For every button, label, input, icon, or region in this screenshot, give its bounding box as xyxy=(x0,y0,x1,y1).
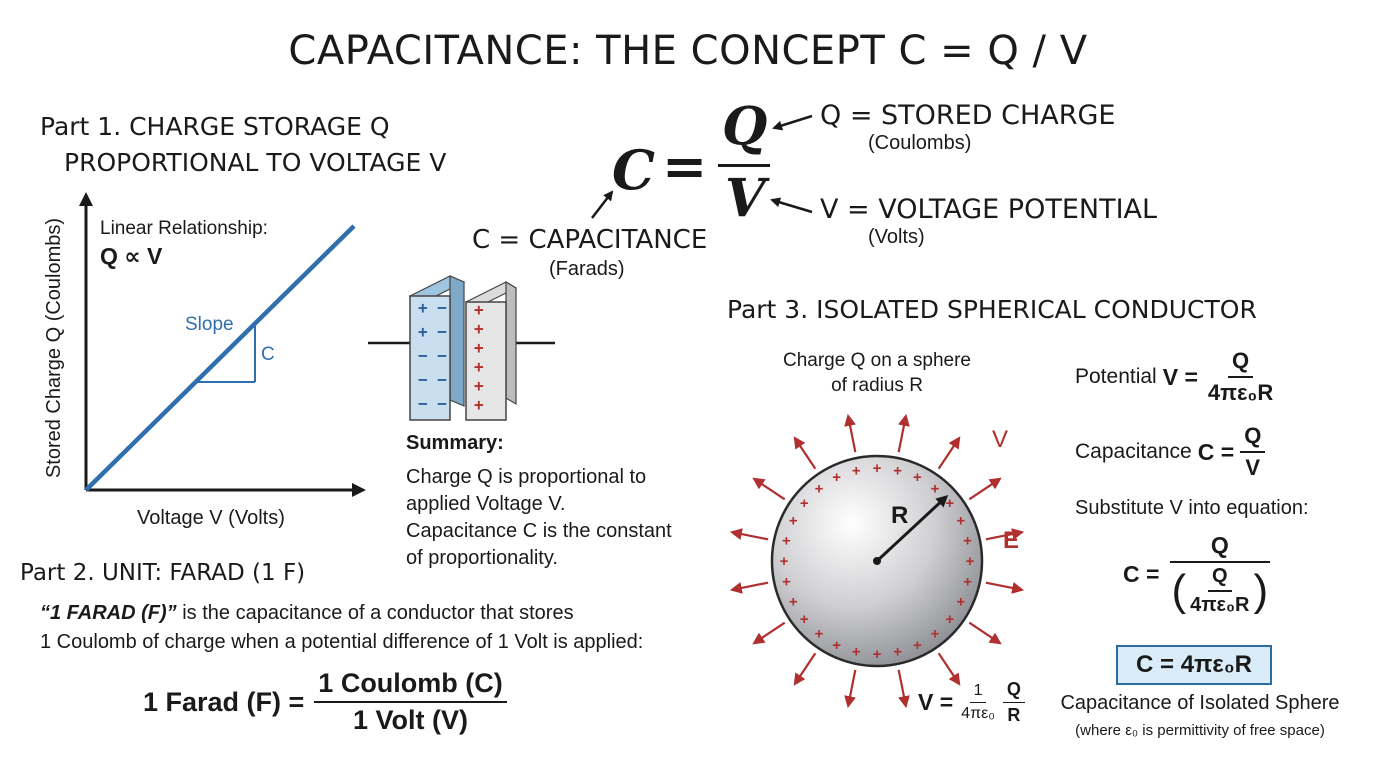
surface-charge: + xyxy=(913,637,922,654)
relation: Q ∝ V xyxy=(100,243,163,269)
q-unit: (Coulombs) xyxy=(868,132,972,154)
field-arrow xyxy=(985,581,1025,594)
result-caption: Capacitance of Isolated Sphere xyxy=(1060,692,1340,714)
field-arrow xyxy=(985,528,1025,541)
surface-charge: + xyxy=(966,553,975,570)
v-label: V = VOLTAGE POTENTIAL xyxy=(820,194,1158,225)
field-arrow xyxy=(844,669,857,709)
potential-field-label: V xyxy=(992,426,1009,453)
substitute-text: Substitute V into equation: xyxy=(1075,497,1309,519)
field-arrow xyxy=(729,528,769,541)
page-title: CAPACITANCE: THE CONCEPT C = Q / V xyxy=(288,28,1088,74)
formula-fraction-bar xyxy=(718,164,770,167)
right-plate xyxy=(465,301,507,421)
part1-heading-2: PROPORTIONAL TO VOLTAGE V xyxy=(64,148,447,177)
q-arrow xyxy=(772,114,813,131)
surface-charge: + xyxy=(873,646,882,663)
formula-c: C xyxy=(612,138,655,202)
surface-charge: + xyxy=(963,574,972,591)
summary-title: Summary: xyxy=(406,432,504,454)
farad-definition: “1 FARAD (F)” is the capacitance of a co… xyxy=(40,602,574,624)
formula-equals: = xyxy=(662,134,708,198)
right-plate-signs: + + + + + + xyxy=(474,300,484,414)
surface-charge: + xyxy=(852,462,861,479)
surface-charge: + xyxy=(832,469,841,486)
surface-charge: + xyxy=(832,637,841,654)
formula-v: V xyxy=(725,168,766,229)
field-arrow xyxy=(729,581,769,594)
farad-equation: 1 Farad (F) = 1 Coulomb (C)1 Volt (V) xyxy=(143,668,507,736)
relation-title: Linear Relationship: xyxy=(100,218,268,239)
field-arrow xyxy=(968,621,1002,645)
c-unit: (Farads) xyxy=(549,258,625,280)
surface-charge: + xyxy=(956,593,965,610)
radius-label: R xyxy=(891,502,909,529)
surface-charge: + xyxy=(789,593,798,610)
field-arrow xyxy=(793,652,817,686)
v-unit: (Volts) xyxy=(868,226,925,248)
surface-charge: + xyxy=(956,513,965,530)
result-box: C = 4πε₀R xyxy=(1116,645,1272,685)
c-label: C = CAPACITANCE xyxy=(472,225,708,255)
radius-arrow xyxy=(875,494,949,563)
sphere-charges: ++++++++++++++++++++++++++++ xyxy=(780,460,975,663)
field-arrow xyxy=(793,436,817,470)
surface-charge: + xyxy=(893,644,902,661)
surface-charge: + xyxy=(873,460,882,477)
q-label: Q = STORED CHARGE xyxy=(820,100,1116,131)
formula-q: Q xyxy=(722,96,768,157)
result-note: (where ε₀ is permittivity of free space) xyxy=(1075,722,1325,739)
surface-charge: + xyxy=(931,626,940,643)
surface-charge: + xyxy=(945,611,954,628)
sphere-caption: Charge Q on a sphere of radius R xyxy=(782,350,971,396)
left-plate-signs: + − + − − − − − − − xyxy=(418,298,447,413)
y-axis-label: Stored Charge Q (Coulombs) xyxy=(43,218,65,478)
field-arrow xyxy=(752,477,786,501)
part3-heading: Part 3. ISOLATED SPHERICAL CONDUCTOR xyxy=(727,295,1257,324)
field-arrow xyxy=(844,413,857,453)
surface-charge: + xyxy=(815,480,824,497)
surface-charge: + xyxy=(780,553,789,570)
left-plate xyxy=(409,295,451,421)
surface-charge: + xyxy=(789,513,798,530)
surface-charge: + xyxy=(815,626,824,643)
surface-charge: + xyxy=(963,532,972,549)
surface-charge: + xyxy=(852,644,861,661)
field-arrow xyxy=(937,436,961,470)
surface-charge: + xyxy=(945,495,954,512)
field-arrow xyxy=(752,621,786,645)
sphere-center xyxy=(873,557,881,565)
surface-charge: + xyxy=(782,574,791,591)
part2-heading: Part 2. UNIT: FARAD (1 F) xyxy=(20,560,306,586)
x-axis-label: Voltage V (Volts) xyxy=(137,507,285,529)
field-arrow xyxy=(897,413,910,453)
c-arrow xyxy=(591,190,614,219)
surface-charge: + xyxy=(931,480,940,497)
graph-line xyxy=(84,224,356,492)
farad-definition-2: 1 Coulomb of charge when a potential dif… xyxy=(40,631,644,653)
electric-field-label: E xyxy=(1003,527,1020,554)
slope-value: C xyxy=(261,344,275,365)
slope-label: Slope xyxy=(185,314,234,335)
field-arrow xyxy=(897,669,910,709)
field-arrow xyxy=(937,652,961,686)
part1-heading-1: Part 1. CHARGE STORAGE Q xyxy=(40,112,390,141)
summary-text: Charge Q is proportional to applied Volt… xyxy=(406,466,672,569)
v-arrow xyxy=(770,197,813,214)
surface-charge: + xyxy=(800,611,809,628)
surface-charge: + xyxy=(913,469,922,486)
surface-charge: + xyxy=(893,462,902,479)
field-arrows xyxy=(729,413,1025,709)
field-arrow xyxy=(968,477,1002,501)
surface-charge: + xyxy=(782,532,791,549)
surface-charge: + xyxy=(800,495,809,512)
